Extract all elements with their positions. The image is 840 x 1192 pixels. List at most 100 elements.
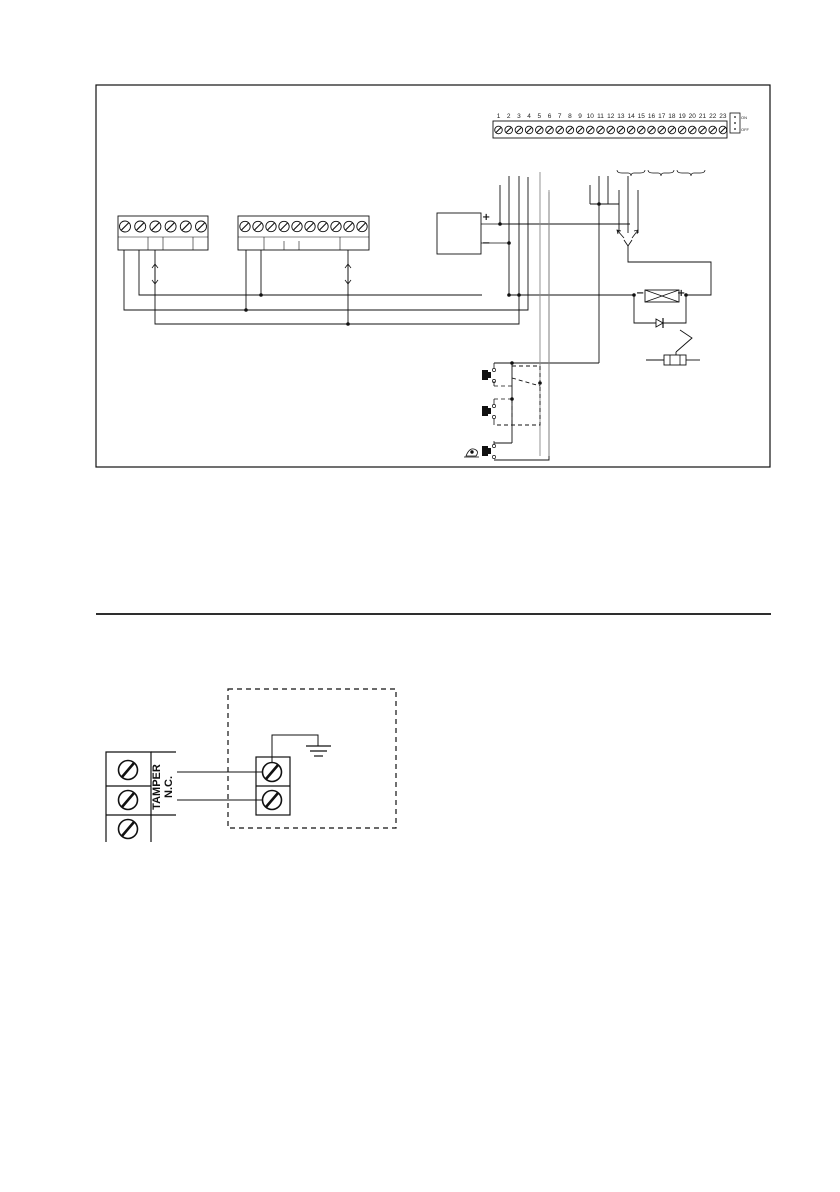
terminal-screw-icon bbox=[689, 126, 697, 134]
terminal-number-label: 19 bbox=[678, 113, 686, 120]
key-operator-icon bbox=[464, 449, 479, 457]
terminal-screw-icon bbox=[240, 221, 250, 231]
terminal-screw-icon bbox=[165, 221, 176, 232]
terminal-screw-icon bbox=[505, 126, 513, 134]
terminal-number-label: 23 bbox=[719, 113, 727, 120]
terminal-number-label: 9 bbox=[578, 113, 582, 120]
tamper-nc-label: N.C. bbox=[163, 776, 175, 798]
jumper-label-off: OFF bbox=[741, 127, 750, 132]
jumper-pin bbox=[734, 116, 736, 118]
jumper-pin bbox=[734, 122, 736, 124]
junction-dot bbox=[597, 202, 601, 206]
psu-minus-label: − bbox=[482, 238, 490, 249]
terminal-number-label: 20 bbox=[689, 113, 697, 120]
ground-icon bbox=[306, 746, 331, 756]
jumper-pin bbox=[734, 128, 736, 130]
junction-dot bbox=[507, 241, 511, 245]
terminal-number-label: 15 bbox=[638, 113, 646, 120]
push-button-1 bbox=[482, 363, 496, 383]
tamper-panel-terminal-block: TAMPER N.C. bbox=[106, 752, 176, 842]
terminal-screw-icon bbox=[566, 126, 574, 134]
terminal-screw-icon bbox=[331, 221, 341, 231]
lamp-icon bbox=[646, 355, 700, 365]
push-button-3 bbox=[482, 441, 496, 459]
psu-plus-label: + bbox=[482, 212, 490, 223]
terminal-number-label: 1 bbox=[497, 113, 501, 120]
terminal-screw-icon bbox=[253, 221, 263, 231]
terminal-screw-icon bbox=[638, 126, 646, 134]
left-terminal-block bbox=[118, 216, 208, 250]
terminal-number-label: 4 bbox=[527, 113, 531, 120]
terminal-screw-row bbox=[495, 126, 727, 134]
relay-plus-label: + bbox=[677, 288, 685, 299]
terminal-number-label: 16 bbox=[648, 113, 656, 120]
optional-wiring bbox=[494, 366, 540, 425]
tamper-label: TAMPER bbox=[151, 764, 163, 810]
terminal-number-label: 13 bbox=[617, 113, 625, 120]
terminal-screw-icon bbox=[556, 126, 564, 134]
terminal-screw-icon bbox=[150, 221, 161, 232]
terminal-screw-icon bbox=[180, 221, 191, 232]
terminal-number-label: 21 bbox=[699, 113, 707, 120]
terminal-screw-icon bbox=[525, 126, 533, 134]
terminal-screw-icon bbox=[266, 221, 276, 231]
terminal-screw-icon bbox=[263, 791, 282, 810]
terminal-screw-icon bbox=[668, 126, 676, 134]
terminal-number-label: 7 bbox=[558, 113, 562, 120]
terminal-screw-icon bbox=[587, 126, 595, 134]
push-button-2 bbox=[482, 399, 512, 425]
terminal-number-label: 8 bbox=[568, 113, 572, 120]
junction-dot bbox=[346, 322, 350, 326]
terminal-screw-icon bbox=[678, 126, 686, 134]
terminal-screw-icon bbox=[627, 126, 635, 134]
terminal-screw-icon bbox=[536, 126, 544, 134]
wiring-light bbox=[540, 172, 549, 456]
jumper-label-on: ON bbox=[741, 115, 747, 120]
terminal-number-label: 18 bbox=[668, 113, 676, 120]
terminal-group-brace bbox=[648, 170, 674, 176]
terminal-screw-icon bbox=[318, 221, 328, 231]
junction-dot bbox=[538, 381, 542, 385]
terminal-screw-icon bbox=[546, 126, 554, 134]
terminal-number-label: 3 bbox=[517, 113, 521, 120]
terminal-screw-icon bbox=[305, 221, 315, 231]
terminal-number-label: 6 bbox=[548, 113, 552, 120]
terminal-screw-icon bbox=[119, 791, 138, 810]
terminal-number-label: 22 bbox=[709, 113, 717, 120]
terminal-number-label: 14 bbox=[627, 113, 635, 120]
terminal-number-label: 11 bbox=[597, 113, 604, 120]
terminal-screw-icon bbox=[119, 761, 138, 780]
junction-dot bbox=[498, 222, 502, 226]
terminal-group-brace bbox=[677, 170, 705, 176]
relay-component: − + bbox=[636, 288, 685, 302]
terminal-screw-icon bbox=[495, 126, 503, 134]
terminal-screw-icon bbox=[648, 126, 656, 134]
junction-dot bbox=[510, 361, 514, 365]
junction-dot bbox=[259, 293, 263, 297]
power-supply: + − bbox=[437, 212, 509, 254]
terminal-screw-icon bbox=[607, 126, 615, 134]
junction-dot bbox=[244, 308, 248, 312]
middle-terminal-block bbox=[238, 216, 369, 250]
terminal-screw-icon bbox=[263, 763, 282, 782]
terminal-number-label: 5 bbox=[537, 113, 541, 120]
terminal-screw-icon bbox=[292, 221, 302, 231]
terminal-number-label: 10 bbox=[587, 113, 595, 120]
terminal-number-label: 17 bbox=[658, 113, 666, 120]
terminal-screw-icon bbox=[576, 126, 584, 134]
relay-minus-label: − bbox=[636, 288, 644, 299]
terminal-screw-icon bbox=[699, 126, 707, 134]
terminal-number-label: 12 bbox=[607, 113, 615, 120]
tamper-wiring-diagram: TAMPER N.C. bbox=[106, 689, 396, 842]
terminal-screw-icon bbox=[279, 221, 289, 231]
wiring bbox=[124, 176, 711, 460]
tamper-wires bbox=[177, 735, 318, 800]
tamper-device-enclosure bbox=[228, 689, 396, 828]
terminal-screw-icon bbox=[357, 221, 367, 231]
terminal-screw-icon bbox=[344, 221, 354, 231]
terminal-group-brace bbox=[617, 170, 645, 176]
